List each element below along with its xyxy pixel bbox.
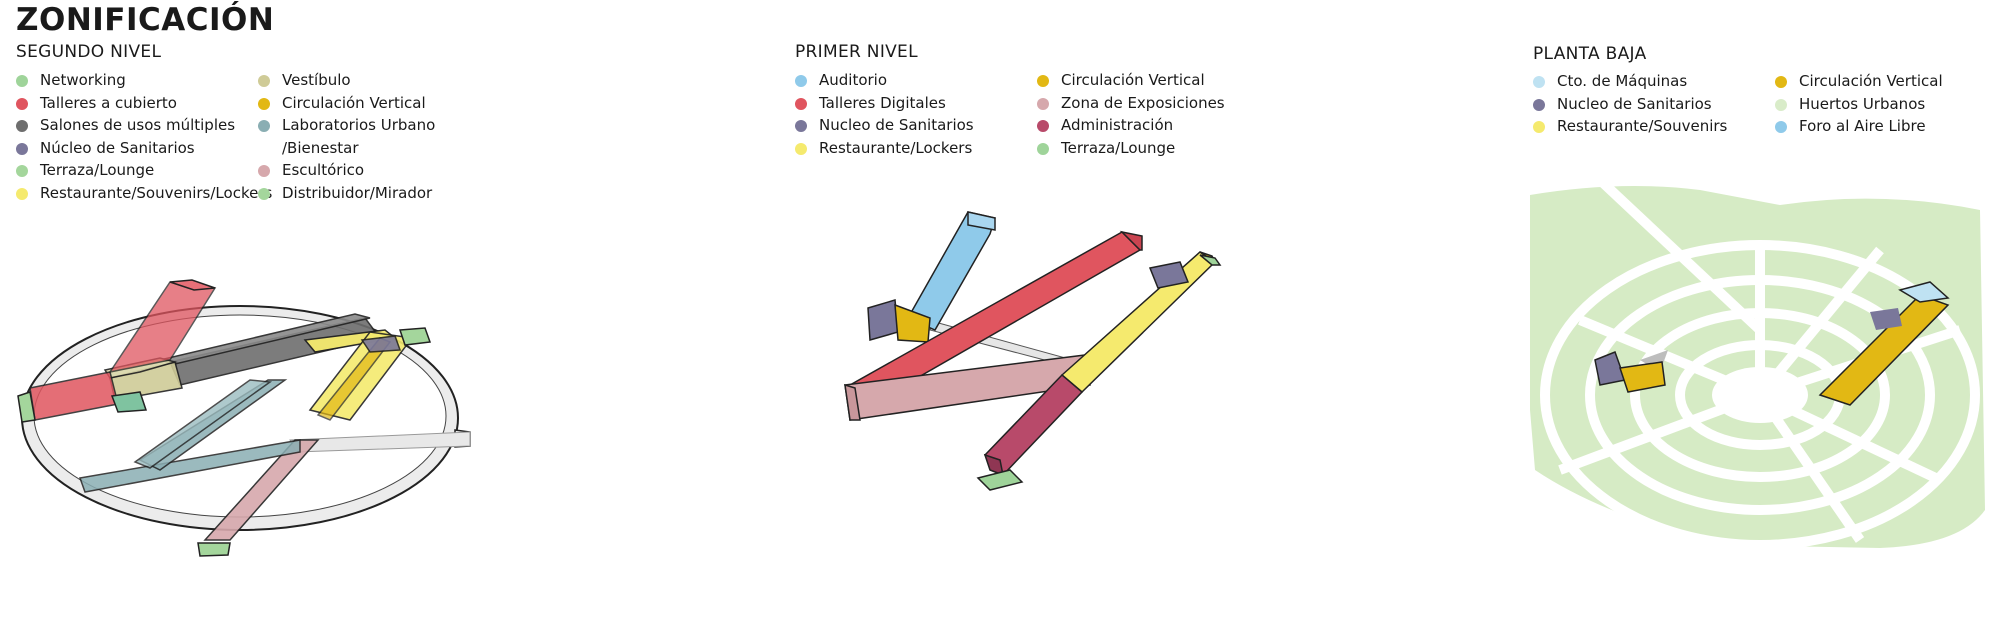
legend-label: Circulación Vertical [1061,71,1205,89]
legend-item: Terraza/Lounge [16,159,258,182]
legend-item: Vestíbulo [258,69,458,92]
legend-swatch [258,165,270,177]
legend-item: Distribuidor/Mirador [258,182,458,205]
legend-item: Foro al Aire Libre [1775,115,1975,138]
legend-swatch [16,187,28,200]
legend-swatch [795,120,807,132]
legend-label: Restaurante/Lockers [819,138,973,157]
section-title-segundo-nivel: SEGUNDO NIVEL [16,42,162,62]
legend-item: Terraza/Lounge [1037,137,1237,160]
legend-item: Circulación Vertical [258,92,458,115]
legend-swatch [16,165,28,177]
legend-label: Terraza/Lounge [40,161,155,179]
legend-swatch [1037,97,1049,110]
legend-item: Nucleo de Sanitarios [795,114,1037,137]
legend-swatch [795,75,807,87]
legend-item: Auditorio [795,69,1037,92]
legend-label: Núcleo de Sanitarios [40,138,195,157]
legend-item: Talleres a cubierto [16,92,258,115]
section-title-planta-baja: PLANTA BAJA [1533,44,1647,64]
legend-swatch [258,120,270,132]
legend-label: Huertos Urbanos [1799,94,1926,113]
legend-swatch [1037,142,1049,155]
legend-label: Escultórico [282,161,365,179]
legend-label: Circulación Vertical [282,93,426,112]
legend-swatch [795,97,807,110]
legend-item: Escultórico [258,159,458,182]
legend-item: Circulación Vertical [1037,69,1237,92]
legend-item: Restaurante/Lockers [795,137,1037,160]
legend-swatch [258,97,270,110]
legend-label: Distribuidor/Mirador [282,183,433,202]
section-title-primer-nivel: PRIMER NIVEL [795,42,918,62]
legend-label: Circulación Vertical [1799,72,1943,90]
legend-swatch [258,187,270,200]
legend-item: Circulación Vertical [1775,70,1975,93]
legend-swatch [1533,98,1545,111]
diagram-segundo-nivel [17,279,471,557]
legend-item: Cto. de Máquinas [1533,70,1775,93]
legend-label: Networking [40,71,126,89]
legend-swatch [1037,75,1049,87]
legend-label: Talleres a cubierto [40,93,177,112]
legend-label: Vestíbulo [282,71,351,89]
legend-swatch [258,75,270,87]
legend-label: Cto. de Máquinas [1557,72,1688,90]
legend-swatch [795,142,807,155]
legend-item: Talleres Digitales [795,92,1037,115]
legend-item: Laboratorios Urbano /Bienestar [258,114,458,159]
legend-swatch [1775,98,1787,111]
legend-item: Networking [16,69,258,92]
legend-item: Zona de Exposiciones [1037,92,1237,115]
legend-label: Salones de usos múltiples [40,116,236,134]
legend-item: Administración [1037,114,1237,137]
legend-swatch [1775,121,1787,133]
diagram-planta-baja [1530,176,1985,550]
legend-label: Administración [1061,116,1174,134]
legend-label: Zona de Exposiciones [1061,93,1225,112]
legend-swatch [16,97,28,110]
legend-label: Auditorio [819,71,888,89]
legend-item: Núcleo de Sanitarios [16,137,258,160]
legend-item: Restaurante/Souvenirs/Lockers [16,182,272,205]
legend-swatch [16,120,28,132]
legend-swatch [16,75,28,87]
legend-label: Foro al Aire Libre [1799,117,1926,135]
legend-swatch [1775,76,1787,88]
legend-label: Laboratorios Urbano /Bienestar [282,116,436,157]
legend-label: Restaurante/Souvenirs [1557,117,1728,135]
legend-label: Restaurante/Souvenirs/Lockers [40,183,273,202]
legend-swatch [1037,120,1049,132]
legend-label: Nucleo de Sanitarios [1557,94,1712,113]
legend-item: Salones de usos múltiples [16,114,258,137]
legend-item: Restaurante/Souvenirs [1533,115,1775,138]
diagram-primer-nivel [844,211,1222,491]
legend-swatch [1533,76,1545,88]
legend-label: Talleres Digitales [819,93,946,112]
legend-label: Terraza/Lounge [1061,138,1176,157]
legend-item: Nucleo de Sanitarios [1533,93,1775,116]
legend-swatch [16,142,28,155]
legend-label: Nucleo de Sanitarios [819,116,974,134]
legend-swatch [1533,121,1545,133]
legend-item: Huertos Urbanos [1775,93,1975,116]
page-title: ZONIFICACIÓN [16,2,275,38]
